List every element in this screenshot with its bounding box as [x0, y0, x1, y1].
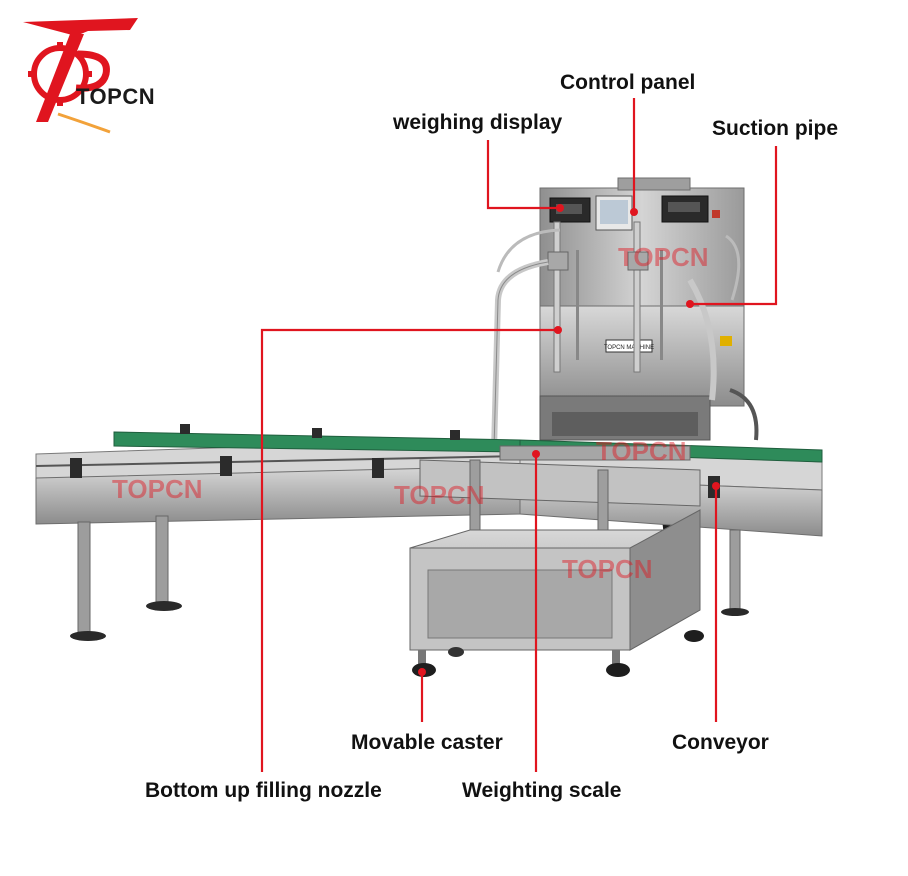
label-conveyor: Conveyor [672, 731, 769, 754]
leader-dots [418, 204, 720, 676]
label-suction-pipe: Suction pipe [712, 117, 838, 140]
leader-suction-pipe [690, 146, 778, 306]
conveyor-left [35, 424, 521, 641]
watermark-3: TOPCN [618, 242, 709, 272]
machine-tower: TOPCN MACHINE [539, 177, 745, 441]
watermark-2: TOPCN [394, 480, 485, 510]
leader-lines [260, 98, 778, 772]
scale-base-box [409, 509, 704, 677]
weighing-station [419, 445, 701, 541]
leader-bottom-up-nozzle [260, 328, 558, 772]
label-movable-caster: Movable caster [351, 731, 503, 754]
label-bottom-up-nozzle: Bottom up filling nozzle [145, 779, 382, 802]
watermark-4: TOPCN [596, 436, 687, 466]
label-weighing-display: weighing display [393, 111, 563, 134]
label-weighting-scale: Weighting scale [462, 779, 622, 802]
machine-nameplate: TOPCN MACHINE [604, 345, 654, 351]
brand-name: TOPCN [76, 84, 156, 109]
watermark-1: TOPCN [112, 474, 203, 504]
leader-weighing-display [486, 140, 560, 210]
label-control-panel: Control panel [560, 71, 696, 94]
topcn-logo-icon [23, 18, 138, 134]
watermark-5: TOPCN [562, 554, 653, 584]
